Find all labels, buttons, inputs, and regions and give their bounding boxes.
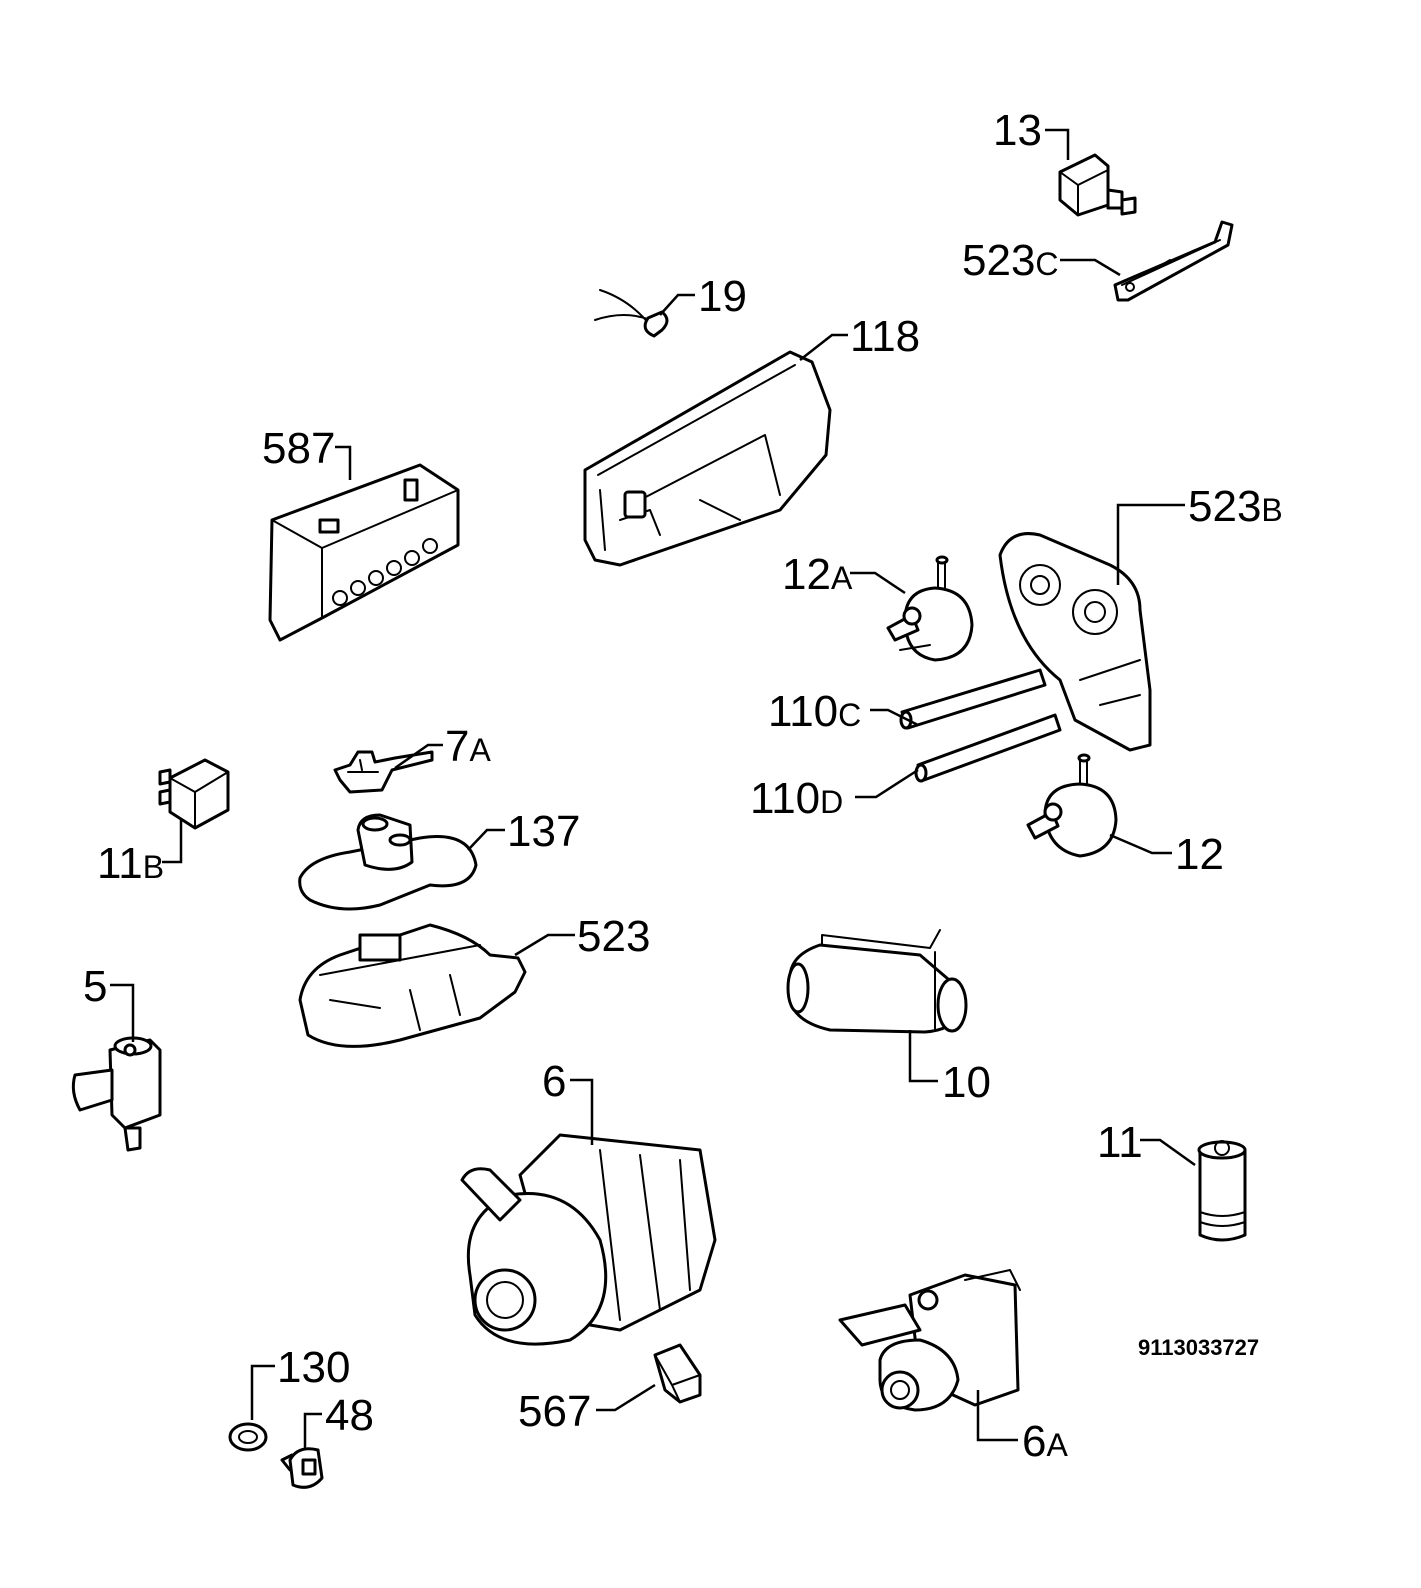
part-11-capacitor (1197, 1140, 1247, 1242)
leader-6a (976, 1390, 1018, 1442)
callout-567: 567 (518, 1387, 591, 1436)
part-137-cover (298, 813, 478, 911)
part-567-clip (653, 1343, 702, 1404)
callout-11: 11 (1097, 1118, 1143, 1167)
leader-12a (850, 571, 906, 595)
leader-lines (110, 128, 1196, 1450)
callout-labels: 13 523C 19 118 587 523B 12A 110C 110D 12… (83, 106, 1283, 1466)
part-12a-pressure-switch (886, 555, 974, 662)
document-number: 9113033727 (1138, 1335, 1259, 1360)
callout-137: 137 (507, 807, 580, 856)
callout-5: 5 (83, 962, 107, 1011)
leader-118 (799, 333, 848, 361)
leader-523b (1116, 503, 1185, 585)
callout-110c: 110C (768, 687, 861, 736)
part-523b-chamber (998, 532, 1152, 752)
part-5-valve (71, 1036, 162, 1152)
part-10-heater (786, 929, 968, 1034)
part-523-base (298, 923, 527, 1048)
callout-12: 12 (1175, 830, 1224, 879)
callout-48: 48 (325, 1391, 374, 1440)
leader-19 (659, 293, 695, 316)
callout-11b: 11B (97, 839, 164, 888)
callout-130: 130 (277, 1343, 350, 1392)
part-6a-drain-pump (838, 1269, 1021, 1412)
callout-118: 118 (850, 312, 920, 361)
leader-523c (1060, 258, 1121, 277)
callout-12a: 12A (782, 550, 853, 599)
callout-523c: 523C (962, 236, 1059, 285)
part-7a-clip (333, 750, 434, 794)
leader-523 (514, 933, 575, 957)
leader-48 (303, 1412, 322, 1450)
part-118-housing (583, 350, 832, 567)
leader-13 (1045, 128, 1070, 160)
leader-5 (110, 983, 135, 1042)
part-587-module (268, 463, 460, 642)
leader-130 (250, 1364, 275, 1420)
part-6-motor (460, 1133, 717, 1346)
leader-137 (467, 828, 505, 851)
leader-11 (1140, 1138, 1196, 1167)
leader-11b (162, 820, 183, 864)
part-110d-tube (914, 713, 1062, 783)
leader-6 (570, 1078, 594, 1145)
callout-523b: 523B (1188, 482, 1283, 531)
part-11b-relay (158, 758, 230, 830)
part-13-switch (1058, 153, 1137, 217)
callout-6a: 6A (1022, 1417, 1068, 1466)
leader-567 (596, 1383, 656, 1412)
leader-12 (1109, 833, 1172, 855)
part-130-seal (228, 1422, 268, 1452)
part-12-pressure-switch (1026, 753, 1118, 858)
leader-587 (335, 445, 352, 480)
callout-13: 13 (993, 106, 1042, 155)
callout-6: 6 (542, 1057, 566, 1106)
callout-523: 523 (577, 912, 650, 961)
part-110c-tube (899, 668, 1047, 730)
callout-587: 587 (262, 424, 335, 473)
callout-19: 19 (698, 272, 747, 321)
part-48-plug (280, 1447, 324, 1489)
leader-110c (870, 708, 919, 727)
leader-110d (855, 768, 919, 799)
callout-110d: 110D (750, 774, 843, 823)
part-19-sensor (594, 289, 669, 338)
leader-10 (908, 1030, 938, 1083)
callout-10: 10 (942, 1058, 991, 1107)
callout-7a: 7A (445, 722, 491, 771)
part-523c-bracket (1113, 220, 1234, 302)
leader-7a (394, 743, 443, 770)
